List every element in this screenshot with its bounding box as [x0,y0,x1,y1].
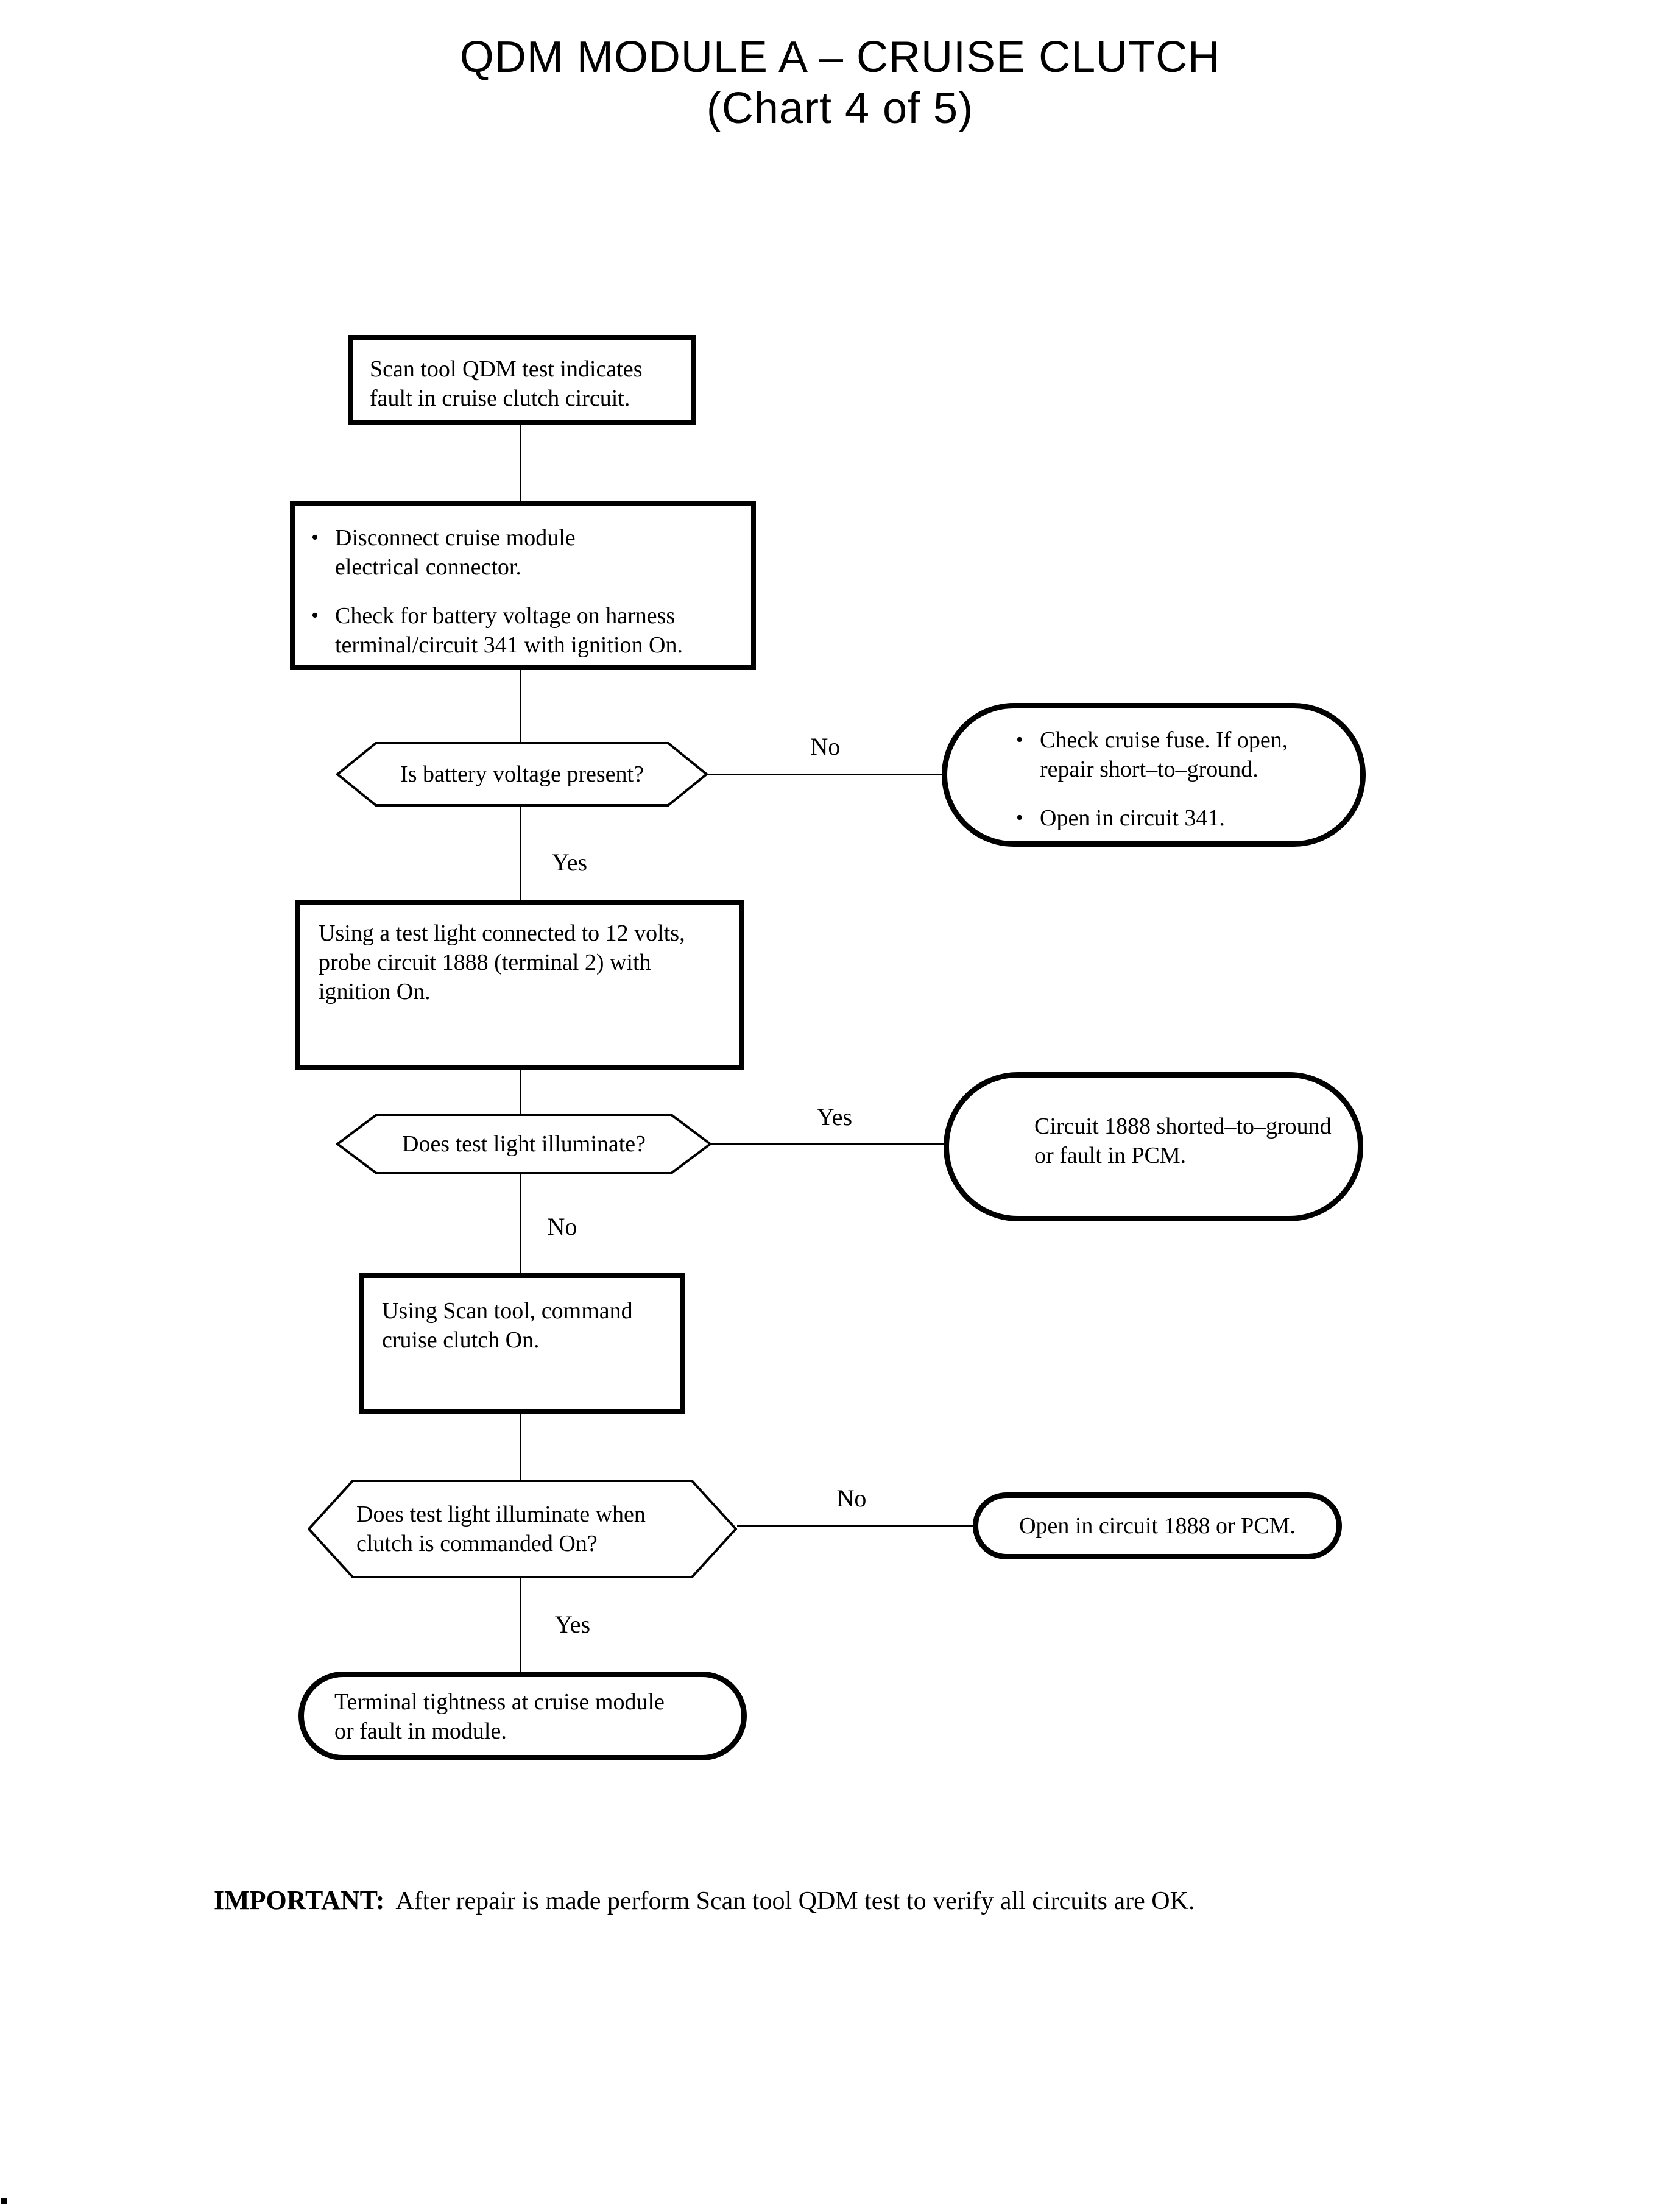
connector-decision1-yes [520,807,521,900]
connector-decision2-no [520,1174,521,1273]
flow-result3-text: Open in circuit 1888 or PCM. [1019,1513,1296,1539]
important-note: IMPORTANT: After repair is made perform S… [214,1885,1615,1917]
branch-label-no-3: No [836,1485,867,1512]
flow-node-terminal-text: Terminal tightness at cruise module or f… [334,1689,665,1744]
decision-test-light-text: Does test light illuminate? [402,1131,646,1157]
flow-result-open-1888-pcm: Open in circuit 1888 or PCM. [973,1492,1342,1559]
scan-artifact-dot [1,2198,7,2204]
bullet-icon: • [1016,807,1023,829]
decision-battery-voltage-text: Is battery voltage present? [400,761,644,787]
connector-start-step1 [520,425,521,501]
flow-decision-test-light-commanded: Does test light illuminate when clutch i… [308,1480,737,1578]
page-title: QDM MODULE A – CRUISE CLUTCH (Chart 4 of… [0,32,1680,134]
result1-bullet-text-1: Check cruise fuse. If open, repair short… [1040,727,1288,782]
connector-step1-decision1 [520,670,521,742]
flow-decision-test-light: Does test light illuminate? [336,1114,711,1174]
flow-node-step3: Using Scan tool, command cruise clutch O… [359,1273,685,1414]
branch-label-yes-1: Yes [551,849,588,876]
connector-decision3-no [737,1525,973,1527]
important-label: IMPORTANT: [214,1885,385,1915]
result1-bullet-row-2: • Open in circuit 341. [1000,803,1360,833]
flow-node-start: Scan tool QDM test indicates fault in cr… [348,335,696,425]
flow-node-step2: Using a test light connected to 12 volts… [295,900,744,1070]
branch-label-yes-2: Yes [816,1103,853,1131]
hexagon-shape [308,1480,737,1578]
hexagon-shape [336,1114,711,1174]
connector-decision3-yes [520,1578,521,1672]
flow-node-step1: • Disconnect cruise module electrical co… [290,501,756,670]
flow-node-step2-text: Using a test light connected to 12 volts… [319,920,685,1004]
step1-bullet-text-2: Check for battery voltage on harness ter… [335,603,683,658]
step1-bullet-row-2: • Check for battery voltage on harness t… [295,601,751,660]
flow-node-step3-text: Using Scan tool, command cruise clutch O… [382,1298,633,1353]
flow-node-terminal: Terminal tightness at cruise module or f… [298,1672,747,1760]
connector-decision1-no [708,774,942,775]
flow-result-fuse-circuit341: • Check cruise fuse. If open, repair sho… [942,703,1366,847]
connector-step3-decision3 [520,1414,521,1480]
step1-bullet-row-1: • Disconnect cruise module electrical co… [295,523,751,582]
bullet-icon: • [311,526,319,549]
bullet-icon: • [311,604,319,627]
important-text: After repair is made perform Scan tool Q… [395,1887,1195,1915]
flow-result2-text: Circuit 1888 shorted–to–ground or fault … [1034,1114,1332,1168]
branch-label-no-2: No [547,1213,577,1240]
flow-decision-battery-voltage: Is battery voltage present? [336,742,708,807]
decision-test-light-commanded-text: Does test light illuminate when clutch i… [356,1502,646,1556]
connector-step2-decision2 [520,1070,521,1114]
branch-label-no-1: No [810,733,841,760]
page-title-line2: (Chart 4 of 5) [706,84,974,133]
hexagon-shape [336,742,708,807]
result1-bullet-text-2: Open in circuit 341. [1040,805,1225,831]
result1-bullet-row-1: • Check cruise fuse. If open, repair sho… [1000,725,1360,784]
flow-result-short-to-ground-pcm: Circuit 1888 shorted–to–ground or fault … [944,1072,1363,1221]
connector-decision2-yes [711,1143,944,1145]
bullet-icon: • [1016,729,1023,751]
step1-bullet-text-1: Disconnect cruise module electrical conn… [335,525,576,580]
branch-label-yes-3: Yes [554,1611,591,1638]
flow-node-start-text: Scan tool QDM test indicates fault in cr… [370,356,643,411]
page-title-line1: QDM MODULE A – CRUISE CLUTCH [459,33,1221,82]
